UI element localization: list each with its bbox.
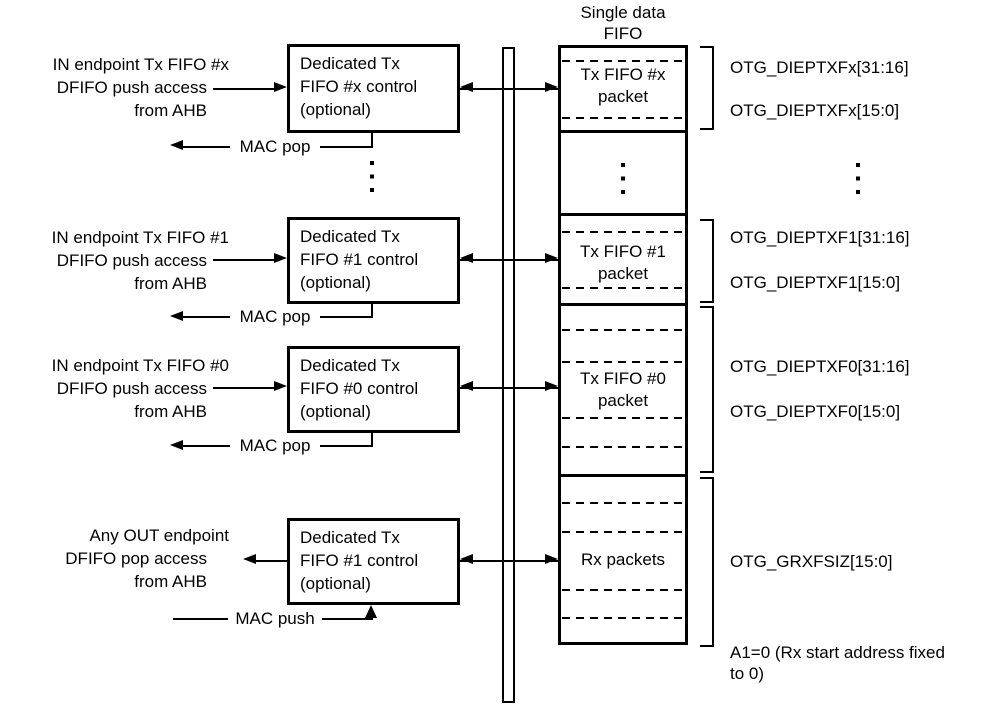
dedicated-tx-fifo-1-control-box: Dedicated Tx FIFO #1 control (optional)	[287, 217, 460, 304]
fifo-dashed-line	[562, 617, 684, 619]
right-arrowhead-icon	[274, 381, 287, 391]
fifo-section-tx-1: Tx FIFO #1 packet	[580, 242, 666, 283]
fifo-dashed-line	[562, 502, 684, 504]
fifo-dashed-line	[562, 287, 684, 289]
register-label: OTG_DIEPTXFx[15:0]	[730, 101, 900, 120]
push-arrow-line-1	[213, 88, 275, 90]
ellipsis-dots-icon	[856, 163, 860, 196]
mac-pop-line	[320, 445, 373, 447]
right-arrowhead-icon	[545, 554, 558, 564]
register-bracket-rxfifo	[700, 477, 714, 647]
fifo-dashed-line	[562, 531, 684, 533]
left-arrowhead-icon	[170, 440, 183, 450]
mac-pop-label-1: MAC pop	[239, 137, 311, 156]
in-endpoint-txfifo-x-label: IN endpoint Tx FIFO #x DFIFO push access…	[52, 55, 229, 120]
right-arrowhead-icon	[545, 82, 558, 92]
mac-pop-line	[182, 316, 230, 318]
register-bracket-txfifo-0	[700, 306, 714, 473]
mac-push-line	[322, 618, 373, 620]
dedicated-rx-fifo-control-box: Dedicated Tx FIFO #1 control (optional)	[287, 518, 460, 605]
fifo-section-tx-x: Tx FIFO #x packet	[580, 65, 666, 106]
mac-pop-connector	[371, 131, 373, 148]
fifo-dashed-line	[562, 361, 684, 363]
ahb-bus-bar	[502, 47, 515, 703]
mac-pop-connector	[371, 302, 373, 318]
in-endpoint-txfifo-1-label: IN endpoint Tx FIFO #1 DFIFO push access…	[51, 228, 229, 293]
register-label: OTG_GRXFSIZ[15:0]	[730, 552, 893, 571]
fifo-dashed-line	[562, 60, 684, 62]
fifo-section-separator	[558, 474, 688, 477]
mac-push-label: MAC push	[235, 609, 315, 628]
up-arrowhead-icon	[365, 605, 377, 618]
right-arrowhead-icon	[545, 253, 558, 263]
mac-pop-line	[320, 146, 373, 148]
fifo-dashed-line	[562, 589, 684, 591]
rx-start-address-note: A1=0 (Rx start address fixed to 0)	[730, 643, 945, 683]
fifo-section-separator	[558, 130, 688, 133]
register-bracket-txfifo-1	[700, 219, 714, 303]
left-arrowhead-icon	[243, 554, 256, 564]
fifo-dashed-line	[562, 329, 684, 331]
left-arrowhead-icon	[460, 381, 473, 391]
mac-pop-connector	[371, 431, 373, 447]
fifo-dashed-line	[562, 117, 684, 119]
right-arrowhead-icon	[274, 82, 287, 92]
fifo-dashed-line	[562, 231, 684, 233]
in-endpoint-txfifo-0-label: IN endpoint Tx FIFO #0 DFIFO push access…	[51, 356, 229, 421]
mac-push-line	[173, 618, 228, 620]
ellipsis-dots-icon	[621, 163, 625, 196]
dedicated-tx-fifo-0-control-box: Dedicated Tx FIFO #0 control (optional)	[287, 346, 460, 433]
any-out-endpoint-label: Any OUT endpoint DFIFO pop access from A…	[65, 526, 229, 591]
fifo-section-separator	[558, 213, 688, 216]
fifo-section-separator	[558, 303, 688, 306]
register-label: OTG_DIEPTXF1[15:0]	[730, 273, 901, 292]
register-bracket-txfifo-x	[700, 46, 714, 130]
ellipsis-dots-icon	[370, 161, 374, 194]
single-data-fifo-column	[558, 45, 688, 645]
register-label: OTG_DIEPTXFx[31:16]	[730, 58, 909, 77]
right-arrowhead-icon	[545, 381, 558, 391]
fifo-section-tx-0: Tx FIFO #0 packet	[580, 369, 666, 410]
mac-pop-line	[182, 146, 230, 148]
mac-pop-line	[320, 316, 373, 318]
single-data-fifo-title: Single data FIFO	[580, 3, 666, 43]
mac-pop-label-2: MAC pop	[239, 307, 311, 326]
push-arrow-line-2	[213, 259, 275, 261]
bidir-arrow-line-1	[460, 88, 558, 90]
left-arrowhead-icon	[460, 253, 473, 263]
left-arrowhead-icon	[170, 140, 183, 150]
fifo-section-rx: Rx packets	[580, 550, 666, 569]
left-arrowhead-icon	[460, 82, 473, 92]
pop-arrow-line-4	[255, 560, 287, 562]
mac-pop-label-3: MAC pop	[239, 436, 311, 455]
mac-pop-line	[182, 445, 230, 447]
bidir-arrow-line-3	[460, 387, 558, 389]
push-arrow-line-3	[213, 387, 275, 389]
left-arrowhead-icon	[460, 554, 473, 564]
bidir-arrow-line-4	[460, 560, 558, 562]
dedicated-tx-fifo-x-control-box: Dedicated Tx FIFO #x control (optional)	[287, 44, 460, 133]
fifo-dashed-line	[562, 446, 684, 448]
register-label: OTG_DIEPTXF0[31:16]	[730, 357, 910, 376]
fifo-dashed-line	[562, 417, 684, 419]
bidir-arrow-line-2	[460, 259, 558, 261]
left-arrowhead-icon	[170, 311, 183, 321]
register-label: OTG_DIEPTXF0[15:0]	[730, 402, 901, 421]
right-arrowhead-icon	[274, 253, 287, 263]
register-label: OTG_DIEPTXF1[31:16]	[730, 228, 910, 247]
